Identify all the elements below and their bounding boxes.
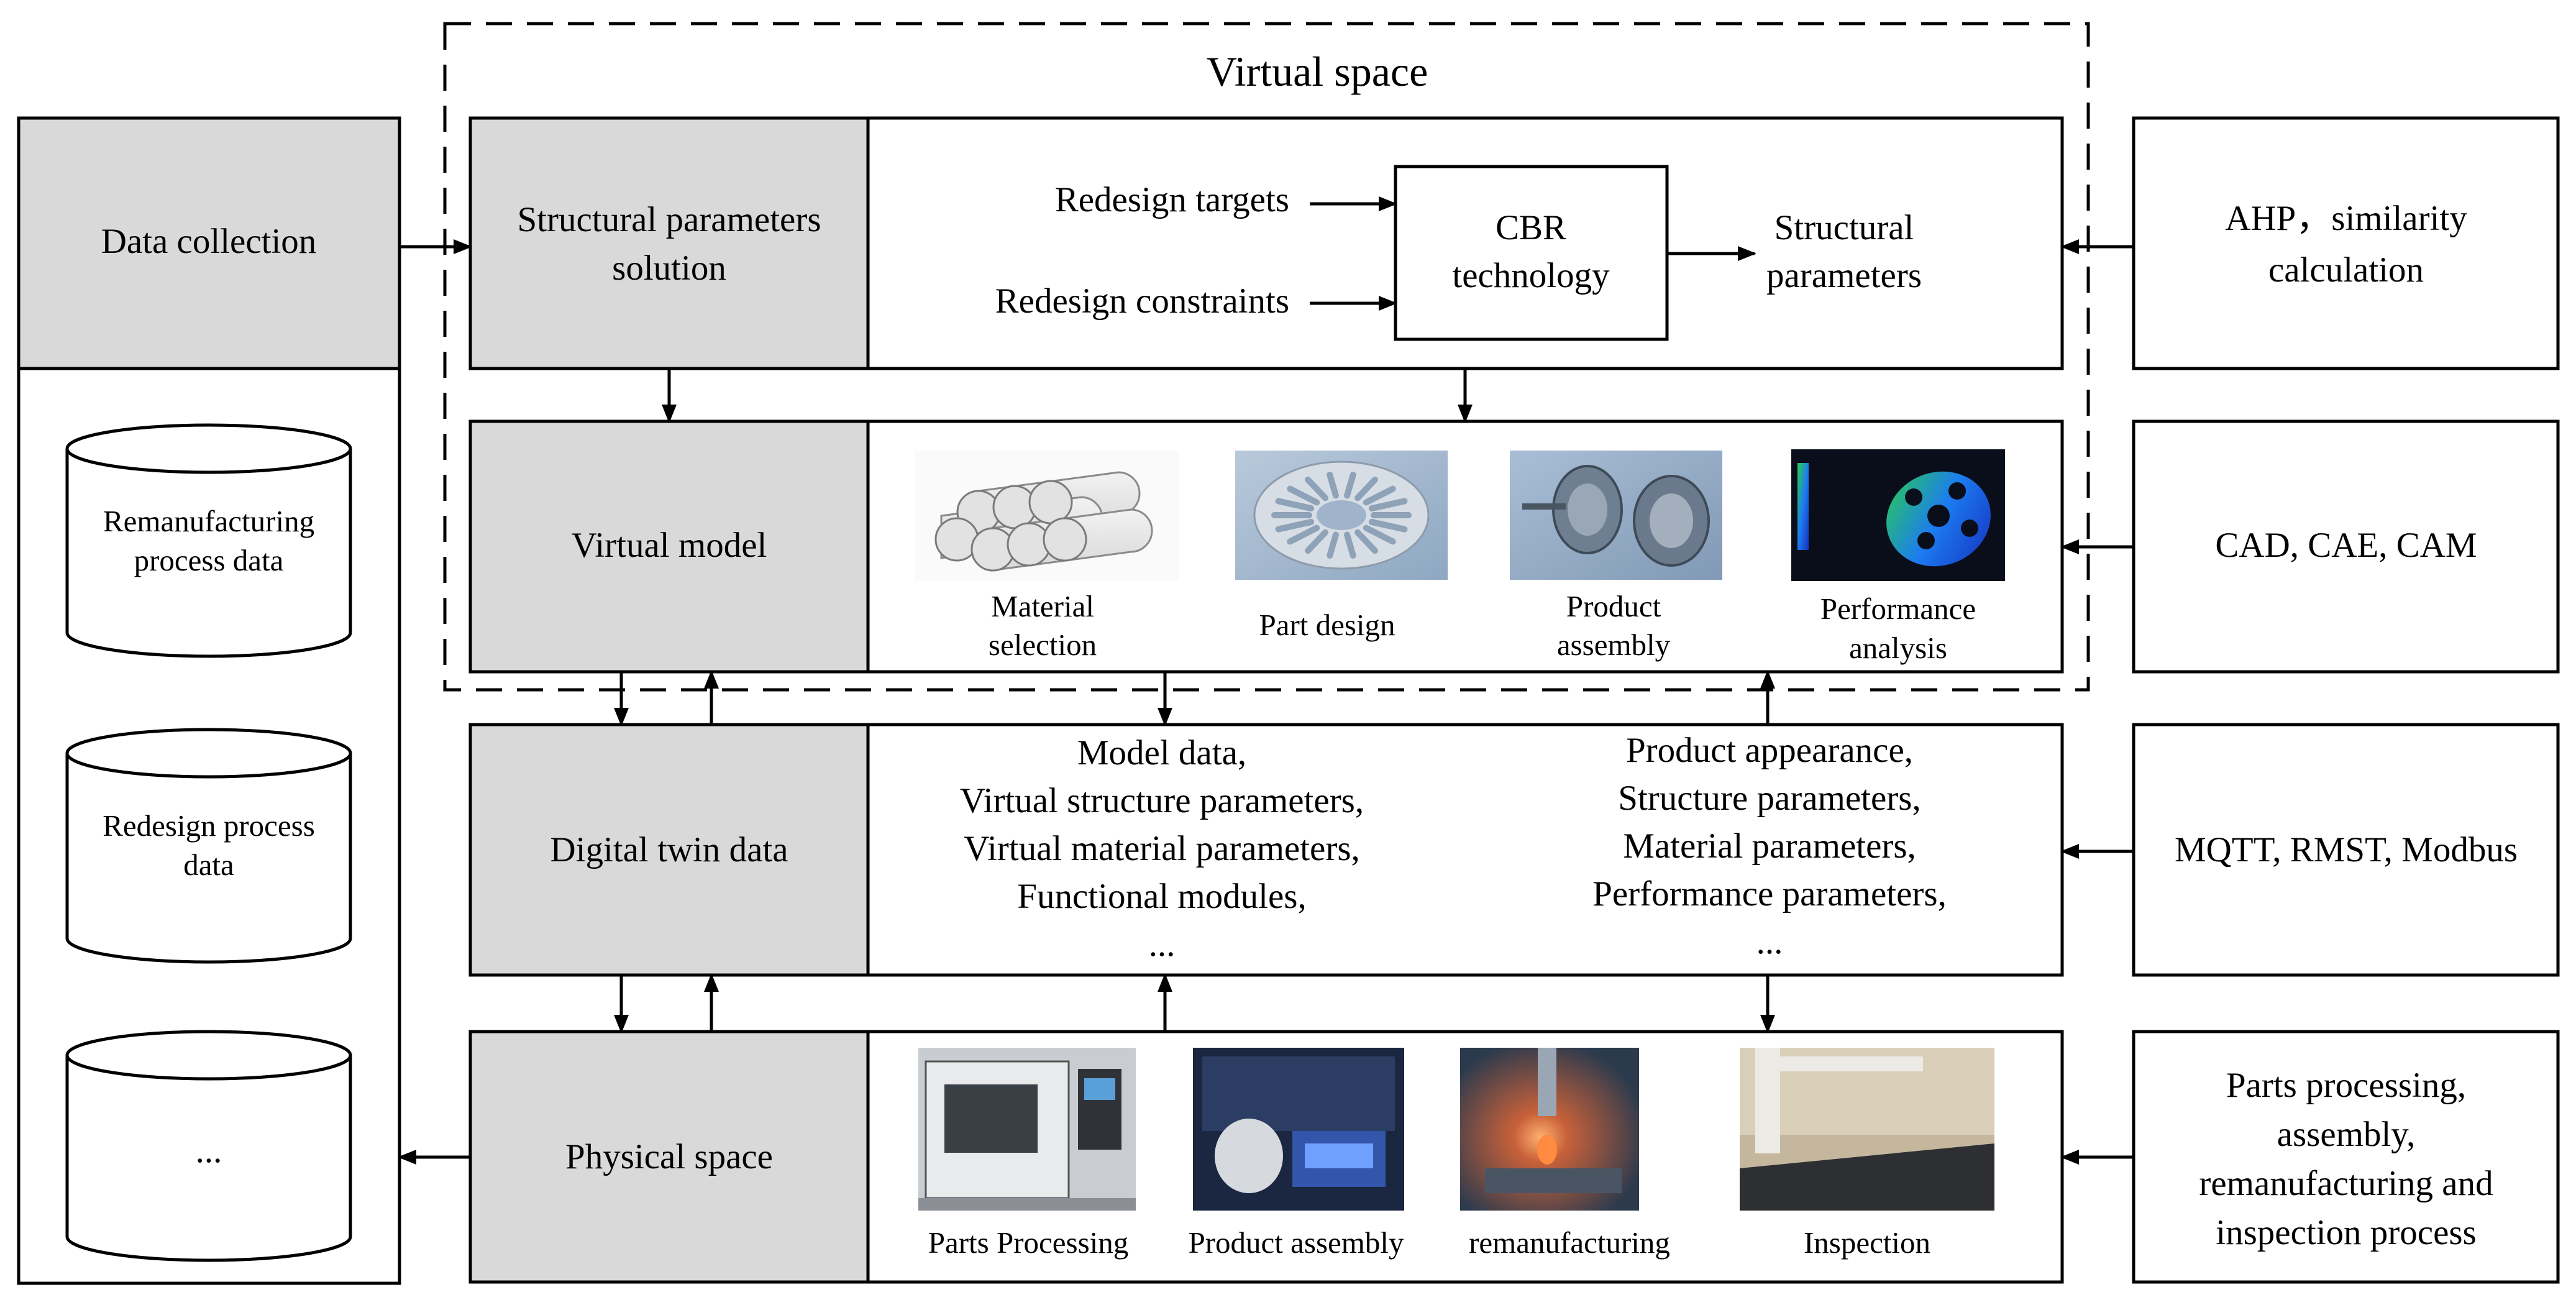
database-label-redesign: Redesign process	[103, 808, 315, 843]
robot-assembly-photo	[1193, 1048, 1404, 1211]
cad-cae-cam-box	[2132, 419, 2560, 674]
data-collection-label: Data collection	[101, 222, 317, 261]
cmm-inspection-photo	[1740, 1048, 1994, 1211]
physical-data-item: ...	[1756, 922, 1783, 961]
physical-data-item: Material parameters,	[1623, 827, 1916, 866]
virtual-model-label-box	[468, 419, 870, 674]
protocols-box	[2132, 723, 2560, 977]
product-assembly-photo-caption: Product assembly	[1188, 1225, 1404, 1260]
cad-cae-cam-label: CAD, CAE, CAM	[2215, 526, 2477, 565]
part-design-caption: Part design	[1259, 608, 1395, 642]
laser-cladding-photo	[1460, 1048, 1639, 1211]
rod-bundle-image	[915, 451, 1179, 581]
database-label-redesign: data	[183, 848, 234, 882]
ahp-similarity-label: calculation	[2268, 250, 2424, 290]
ahp-similarity-box	[2132, 116, 2560, 370]
machine-tool-photo	[918, 1048, 1136, 1211]
cbr-technology-label: CBR	[1496, 208, 1566, 247]
virtual-space-boundary	[443, 22, 2090, 692]
physical-space-label-box	[468, 1030, 870, 1284]
database-label-remanufacturing: process data	[134, 543, 284, 577]
database-label-more: ...	[196, 1131, 222, 1170]
virtual-model-label: Virtual model	[572, 526, 767, 565]
assembly-image	[1510, 451, 1722, 580]
redesign-constraints-text: Redesign constraints	[995, 282, 1289, 321]
database-cylinder-redesign	[65, 728, 352, 964]
virtual-data-item: Virtual structure parameters,	[960, 781, 1364, 820]
remanufacturing-caption: remanufacturing	[1469, 1225, 1670, 1260]
digital-twin-label: Digital twin data	[550, 830, 788, 869]
material-selection-caption: Material	[991, 589, 1094, 623]
ahp-similarity-label: AHP，similarity	[2225, 199, 2467, 238]
database-cylinder-more	[65, 1030, 352, 1262]
physical-process-label: inspection process	[2216, 1213, 2476, 1252]
physical-process-label: remanufacturing and	[2199, 1164, 2493, 1203]
physical-data-list: Product appearance, Structure parameters…	[1592, 731, 1947, 961]
spring-disc-image	[1235, 451, 1448, 580]
database-cylinder-remanufacturing	[65, 423, 352, 658]
cbr-technology-box	[1394, 165, 1669, 341]
virtual-data-item: Functional modules,	[1017, 877, 1306, 916]
digital-twin-content	[866, 723, 2064, 977]
virtual-data-list: Model data, Virtual structure parameters…	[960, 733, 1364, 964]
data-collection-box	[17, 116, 401, 370]
physical-data-item: Performance parameters,	[1592, 874, 1947, 914]
virtual-data-item: Virtual material parameters,	[964, 829, 1360, 868]
cbr-technology-label: technology	[1452, 256, 1610, 295]
redesign-targets-text: Redesign targets	[1055, 180, 1289, 219]
product-assembly-caption: assembly	[1557, 628, 1671, 662]
structural-solution-label: solution	[612, 249, 726, 288]
virtual-data-item: ...	[1149, 925, 1176, 964]
virtual-data-item: Model data,	[1077, 733, 1246, 772]
protocols-label: MQTT, RMST, Modbus	[2175, 830, 2518, 869]
parts-processing-caption: Parts Processing	[928, 1225, 1129, 1260]
structural-parameters-output: parameters	[1766, 256, 1922, 295]
fea-analysis-image	[1791, 449, 2005, 581]
physical-data-item: Structure parameters,	[1618, 779, 1921, 818]
physical-process-label: Parts processing,	[2226, 1066, 2466, 1105]
performance-analysis-caption: Performance	[1820, 592, 1976, 626]
structural-solution-label: Structural parameters	[517, 200, 821, 239]
physical-space-label: Physical space	[565, 1137, 773, 1176]
product-assembly-caption: Product	[1566, 589, 1661, 623]
structural-solution-label-box	[468, 116, 870, 370]
physical-data-item: Product appearance,	[1626, 731, 1913, 770]
structural-parameters-output: Structural	[1774, 208, 1914, 247]
virtual-space-title: Virtual space	[1207, 48, 1428, 95]
material-selection-caption: selection	[989, 628, 1097, 662]
physical-process-label: assembly,	[2277, 1115, 2416, 1154]
inspection-caption: Inspection	[1804, 1225, 1930, 1260]
performance-analysis-caption: analysis	[1849, 631, 1947, 665]
database-label-remanufacturing: Remanufacturing	[103, 504, 314, 538]
